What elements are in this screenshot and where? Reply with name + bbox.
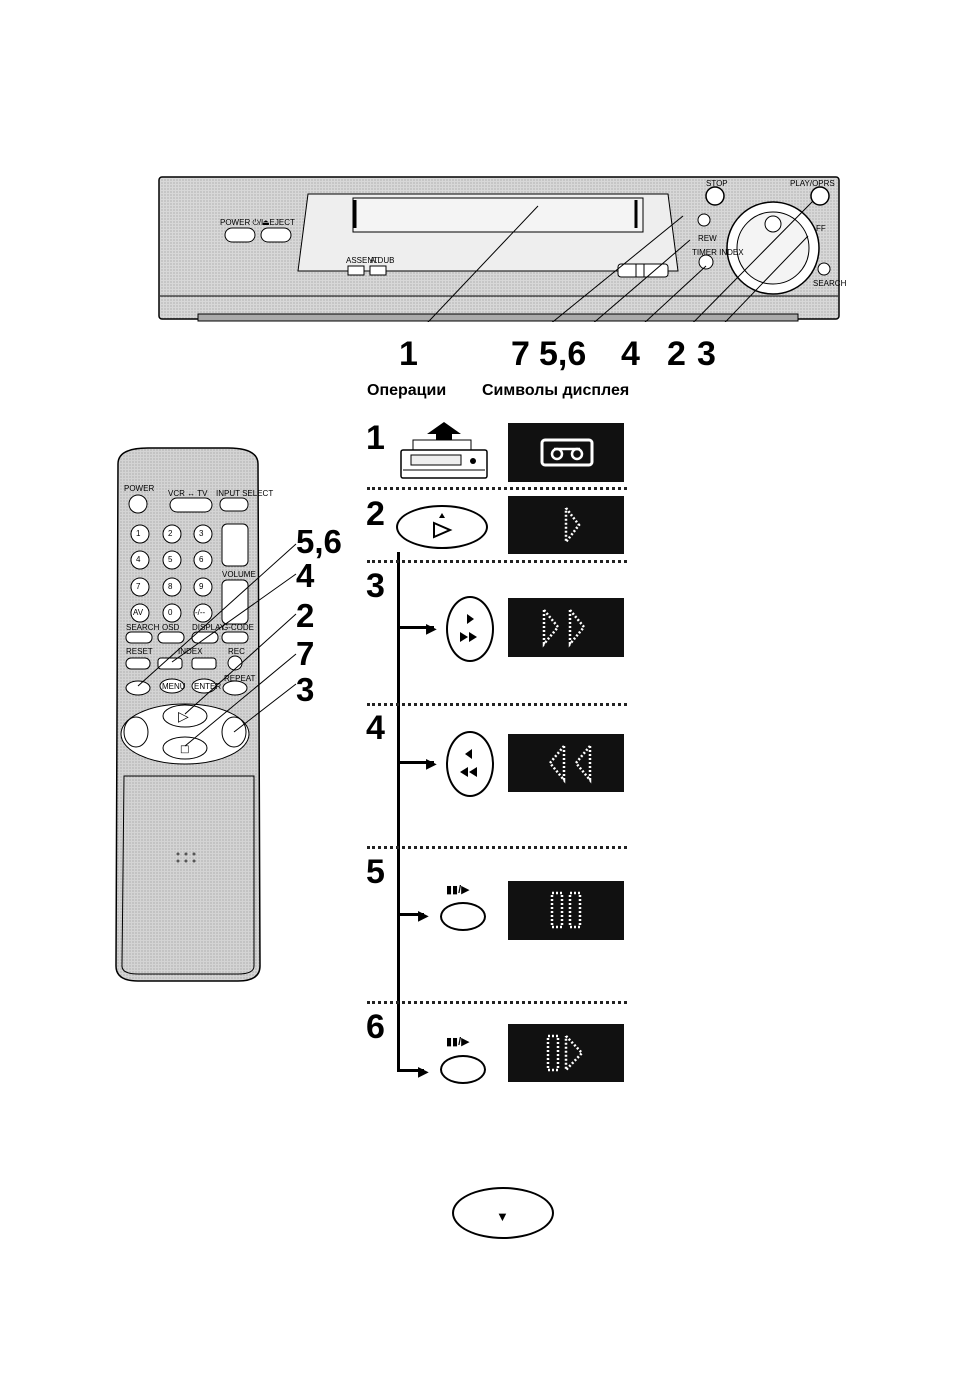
vcr-search-label: SEARCH <box>813 279 846 288</box>
key-8[interactable]: 8 <box>168 582 172 591</box>
next-page-button[interactable]: ▼ <box>452 1187 554 1239</box>
key-av[interactable]: AV <box>133 608 143 617</box>
remote-callout-2: 2 <box>296 598 314 634</box>
remote-callout-4: 4 <box>296 558 314 594</box>
down-arrow-icon: ▼ <box>496 1209 509 1224</box>
callout-3: 3 <box>697 332 716 376</box>
step-number-3: 3 <box>366 566 385 606</box>
arrow-head-icon: ▶ <box>418 907 429 924</box>
callout-2: 2 <box>667 332 686 376</box>
display-pause <box>508 881 624 940</box>
key-4[interactable]: 4 <box>136 555 140 564</box>
pause-slow-label: ▮▮/▶ <box>446 1035 470 1048</box>
pause-button[interactable] <box>440 902 486 931</box>
vcr-play-label: PLAY/OPRS <box>790 179 835 188</box>
remote-vcrtv-label: VCR ↔ TV <box>168 489 207 498</box>
vcr-stop-label: STOP <box>706 179 728 188</box>
key-6[interactable]: 6 <box>199 555 203 564</box>
display-rewind <box>508 734 624 792</box>
operations-heading: Операции <box>367 382 446 400</box>
remote-input-select-label: INPUT SELECT <box>216 489 273 498</box>
remote-volume-label: VOLUME <box>222 570 256 579</box>
vcr-power-label: POWER ⏻/I <box>220 218 263 228</box>
ff-button[interactable] <box>446 596 494 662</box>
vcr-rew-label: REW <box>698 234 717 243</box>
arrow-head-icon: ▶ <box>426 620 437 637</box>
display-fast-forward <box>508 598 624 657</box>
callout-5-6: 5,6 <box>539 332 586 376</box>
arrow-head-icon: ▶ <box>426 755 437 772</box>
remote-reset-label: RESET <box>126 647 153 656</box>
step-number-5: 5 <box>366 852 385 892</box>
step-number-6: 6 <box>366 1007 385 1047</box>
callout-1: 1 <box>399 332 418 376</box>
key-3[interactable]: 3 <box>199 529 203 538</box>
display-symbols-heading: Символы дисплея <box>482 382 629 400</box>
remote-osd-label: OSD <box>162 623 179 632</box>
vcr-ff-label: FF <box>816 224 826 233</box>
remote-menu-label: MENU <box>162 682 186 691</box>
remote-callout-7: 7 <box>296 636 314 672</box>
remote-gcode-label: G-CODE <box>222 623 254 632</box>
step-number-1: 1 <box>366 418 385 458</box>
separator <box>367 846 627 849</box>
remote-power-label: POWER <box>124 484 154 493</box>
rew-button[interactable] <box>446 731 494 797</box>
key-2[interactable]: 2 <box>168 529 172 538</box>
callout-7: 7 <box>511 332 530 376</box>
slow-button[interactable] <box>440 1055 486 1084</box>
display-cassette <box>508 423 624 482</box>
vcr-timer-label: TIMER INDEX <box>692 248 744 257</box>
remote-display-label: DISPLAY <box>192 623 225 632</box>
separator <box>367 703 627 706</box>
callout-4: 4 <box>621 332 640 376</box>
remote-callout-3: 3 <box>296 672 314 708</box>
display-slow <box>508 1024 624 1082</box>
display-play <box>508 496 624 554</box>
pause-slow-label: ▮▮/▶ <box>446 883 470 896</box>
vcr-callouts: 1 7 5,6 4 2 3 <box>395 332 735 376</box>
vcr-front-panel: POWER ⏻/I ⏏EJECT ASSENT A.DUB STOP PLAY/… <box>158 176 840 322</box>
remote-search-label: SEARCH <box>126 623 159 632</box>
key-dash[interactable]: -/-- <box>195 608 205 617</box>
separator <box>367 560 627 563</box>
remote-rec-label: REC <box>228 647 245 656</box>
step-number-2: 2 <box>366 494 385 534</box>
play-button[interactable] <box>396 505 488 549</box>
remote-control: ▷ □ POWER VCR ↔ TV INPUT SELECT VOLUME S… <box>108 446 298 986</box>
separator <box>367 1001 627 1004</box>
remote-callout-5-6: 5,6 <box>296 524 342 560</box>
step-bracket <box>397 552 400 1072</box>
remote-enter-label: ENTER <box>194 682 221 691</box>
key-7[interactable]: 7 <box>136 582 140 591</box>
vcr-eject-label: ⏏EJECT <box>262 218 295 227</box>
vcr-adub-label: A.DUB <box>370 256 394 265</box>
remote-repeat-label: REPEAT <box>224 674 255 683</box>
key-9[interactable]: 9 <box>199 582 203 591</box>
key-0[interactable]: 0 <box>168 608 172 617</box>
arrow-head-icon: ▶ <box>418 1063 429 1080</box>
key-5[interactable]: 5 <box>168 555 172 564</box>
step-number-4: 4 <box>366 708 385 748</box>
key-1[interactable]: 1 <box>136 529 140 538</box>
remote-index-label: INDEX <box>178 647 202 656</box>
insert-cassette-icon <box>397 420 491 482</box>
separator <box>367 487 627 490</box>
